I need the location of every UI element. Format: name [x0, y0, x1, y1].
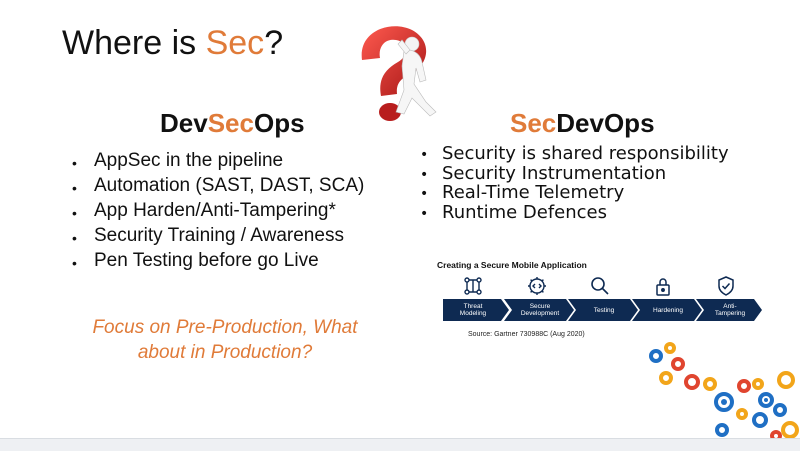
heading-ops: Ops — [253, 108, 305, 138]
step-label-line: Development — [520, 310, 560, 317]
focus-note: Focus on Pre-Production, What about in P… — [60, 315, 390, 365]
diagram-title: Creating a Secure Mobile Application — [437, 260, 587, 270]
diagram-source: Source: Gartner 730988C (Aug 2020) — [468, 331, 585, 338]
heading-devops: DevOps — [556, 108, 655, 138]
step-label-anti-tampering: Anti-Tampering — [700, 299, 760, 321]
step-label-hardening: Hardening — [638, 299, 698, 321]
chevron-step-2 — [504, 299, 574, 321]
list-item: Real-Time Telemetry — [420, 183, 729, 204]
slide-title: Where is Sec? — [62, 24, 283, 63]
question-mark-figure-icon — [361, 26, 437, 121]
gear-code-icon — [528, 277, 546, 295]
devsecops-bullet-list: AppSec in the pipeline Automation (SAST,… — [72, 148, 364, 276]
step-label-line: Testing — [593, 306, 615, 314]
list-item: Security is shared responsibility — [420, 144, 729, 165]
chevron-step-1 — [443, 299, 509, 321]
chevron-step-5 — [696, 299, 762, 321]
list-item: Automation (SAST, DAST, SCA) — [72, 173, 364, 201]
step-label-testing: Testing — [574, 299, 634, 321]
step-label-line: Modeling — [459, 310, 487, 317]
title-highlight: Sec — [205, 24, 265, 62]
secdevops-heading: SecDevOps — [510, 108, 655, 139]
devsecops-heading: DevSecOps — [160, 108, 305, 139]
list-item: AppSec in the pipeline — [72, 148, 364, 176]
decorative-gears-icon — [649, 342, 799, 440]
heading-sec: Sec — [207, 108, 254, 138]
list-item: Security Training / Awareness — [72, 223, 364, 251]
title-suffix: ? — [264, 24, 284, 62]
shield-check-icon — [718, 276, 734, 296]
step-label-line: Hardening — [653, 306, 683, 314]
magnifier-icon — [591, 277, 609, 295]
focus-line-1: Focus on Pre-Production, What — [92, 317, 358, 338]
step-label-line: Tampering — [714, 310, 746, 317]
heading-dev: Dev — [160, 108, 208, 138]
list-item: Runtime Defences — [420, 202, 729, 223]
step-label-line: Secure — [529, 303, 551, 310]
secdevops-bullet-list: Security is shared responsibility Securi… — [420, 144, 729, 223]
step-label-line: Threat — [463, 303, 483, 310]
list-item: App Harden/Anti-Tampering* — [72, 198, 364, 226]
threat-modeling-icon — [464, 277, 482, 295]
step-label-line: Anti- — [723, 303, 737, 310]
footer-bar — [0, 438, 800, 451]
title-prefix: Where is — [62, 24, 206, 62]
list-item: Pen Testing before go Live — [72, 248, 364, 276]
heading-sec: Sec — [510, 108, 557, 138]
chevron-step-4 — [632, 299, 702, 321]
chevron-step-3 — [568, 299, 638, 321]
lock-icon — [656, 278, 670, 296]
list-item: Security Instrumentation — [420, 163, 729, 184]
focus-line-2: about in Production? — [137, 342, 313, 363]
